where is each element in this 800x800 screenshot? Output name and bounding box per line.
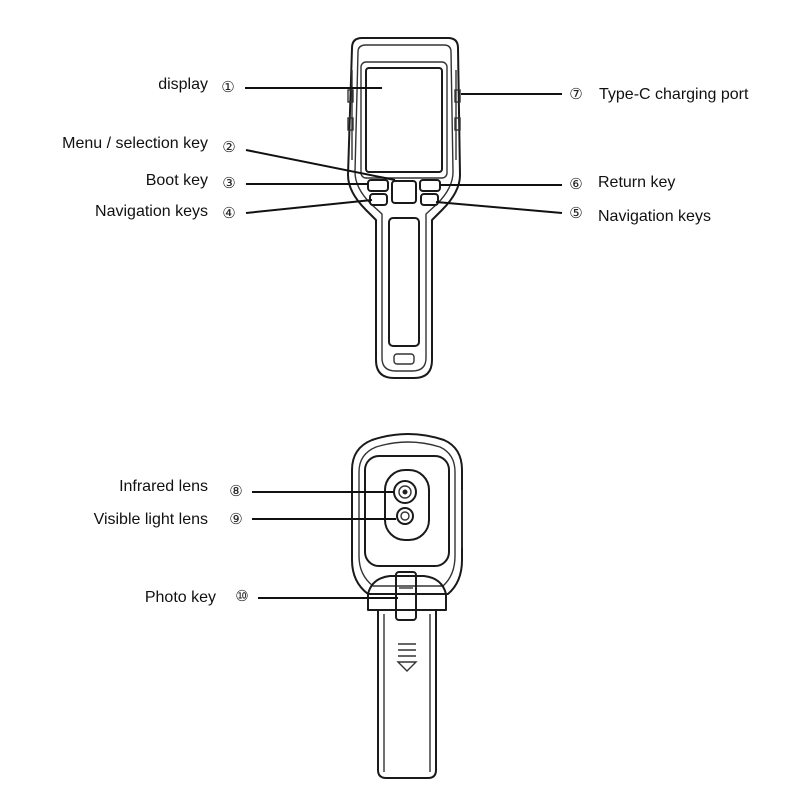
callout-label-navigation-keys-right: Navigation keys [598, 208, 711, 225]
left-side-button-2 [347, 117, 354, 131]
front-callouts: display ① Menu / selection key ② Boot ke… [62, 76, 749, 225]
boot-key-shape [367, 179, 389, 192]
back-handle-neck [367, 575, 447, 611]
callout-number-7: ⑦ [569, 85, 582, 103]
handle-inset-panel [388, 217, 420, 347]
callout-label-display: display [158, 76, 208, 93]
front-body-outline [347, 37, 461, 379]
back-handle-outline [377, 609, 437, 779]
lens-panel [364, 455, 450, 567]
navigation-key-left-shape [369, 193, 388, 206]
right-side-button-1 [454, 89, 461, 103]
right-side-button-2 [454, 117, 461, 131]
back-callouts: Infrared lens ⑧ Visible light lens ⑨ Pho… [94, 478, 398, 606]
callout-number-9: ⑨ [229, 510, 242, 528]
back-head-outline [351, 433, 463, 595]
callout-label-boot-key: Boot key [146, 172, 208, 189]
back-head-inner-edge [358, 441, 456, 587]
back-device-drawing [351, 433, 463, 779]
callout-number-1: ① [221, 78, 234, 96]
leader-line-navigation-keys-left [245, 199, 373, 214]
handle-bottom-slot [393, 353, 415, 365]
callout-number-4: ④ [222, 204, 235, 222]
callout-label-photo-key: Photo key [145, 589, 216, 606]
handle-latch-arrow [396, 661, 418, 672]
photo-key-shape [395, 571, 417, 621]
front-body-inner-edge [354, 44, 454, 372]
front-device-drawing [347, 37, 461, 379]
infrared-lens-inner [398, 485, 412, 499]
leader-line-menu-selection-key [245, 149, 396, 181]
leader-line-navigation-keys-right [435, 201, 563, 214]
menu-selection-key-shape [391, 180, 417, 204]
left-side-button-1 [347, 89, 354, 103]
callout-number-2: ② [222, 138, 235, 156]
callout-number-6: ⑥ [569, 175, 582, 193]
callout-number-5: ⑤ [569, 204, 582, 222]
return-key-shape [419, 179, 441, 192]
callout-label-navigation-keys-left: Navigation keys [95, 203, 208, 220]
callout-number-3: ③ [222, 174, 235, 192]
callout-label-return-key: Return key [598, 174, 675, 191]
lens-window [384, 469, 430, 541]
callout-label-visible-light-lens: Visible light lens [94, 511, 208, 528]
callout-number-10: ⑩ [235, 587, 248, 605]
callout-label-type-c-charging-port: Type-C charging port [599, 86, 749, 103]
callout-number-8: ⑧ [229, 482, 242, 500]
callout-label-infrared-lens: Infrared lens [119, 478, 208, 495]
display-bezel [360, 61, 448, 179]
display-screen [365, 67, 443, 173]
navigation-key-right-shape [420, 193, 439, 206]
visible-light-lens-shape [396, 507, 414, 525]
visible-light-lens-inner [400, 511, 410, 521]
callout-label-menu-selection-key: Menu / selection key [62, 135, 208, 152]
infrared-lens-core [402, 489, 408, 495]
